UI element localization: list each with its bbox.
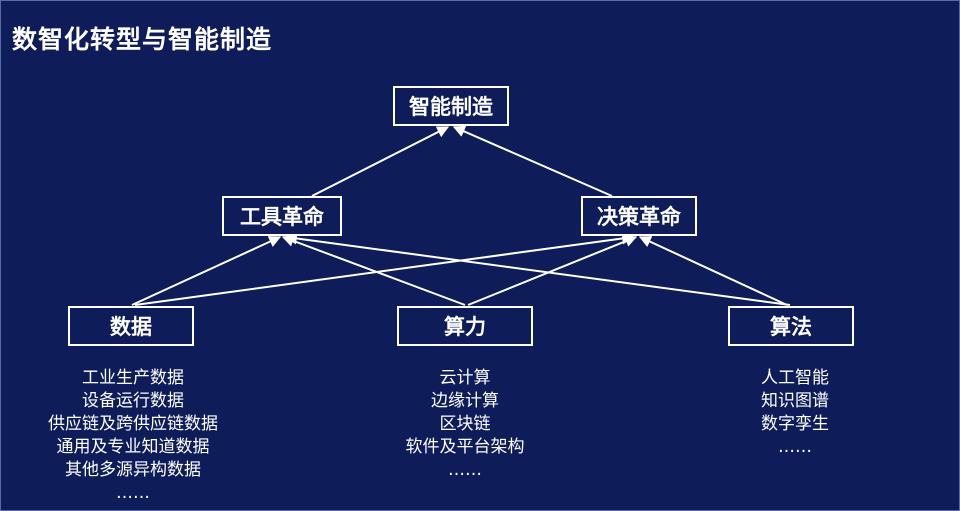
node-smart-manufacturing: 智能制造 — [393, 86, 509, 126]
arrow-decision-to-smart — [452, 125, 613, 197]
slide-title: 数智化转型与智能制造 — [12, 25, 273, 54]
list-item: …… — [778, 437, 812, 457]
list-item: 软件及平台架构 — [405, 437, 525, 457]
arrow-data-to-decision — [134, 232, 635, 306]
node-decision-revolution: 决策革命 — [581, 196, 697, 236]
computing-items-list: 云计算 边缘计算 区块链 软件及平台架构 …… — [380, 367, 550, 482]
arrow-data-to-tool — [131, 236, 282, 306]
list-item: 边缘计算 — [431, 391, 499, 411]
list-item: 供应链及跨供应链数据 — [48, 414, 218, 434]
arrow-compute-to-tool — [281, 235, 466, 306]
arrow-algorithm-to-tool — [284, 232, 791, 306]
list-item: …… — [448, 460, 482, 480]
list-item: 设备运行数据 — [82, 391, 184, 411]
list-item: 人工智能 — [761, 368, 829, 388]
node-computing-power: 算力 — [397, 306, 533, 346]
list-item: 数字孪生 — [761, 414, 829, 434]
arrow-tool-to-smart — [311, 126, 450, 197]
node-tool-revolution: 工具革命 — [222, 196, 342, 236]
list-item: 工业生产数据 — [82, 368, 184, 388]
list-item: 通用及专业知道数据 — [56, 437, 210, 457]
list-item: 区块链 — [439, 414, 491, 434]
list-item: 云计算 — [439, 368, 491, 388]
list-item: …… — [116, 483, 150, 503]
node-data: 数据 — [68, 306, 194, 346]
arrow-algorithm-to-decision — [638, 236, 788, 306]
list-item: 知识图谱 — [761, 391, 829, 411]
arrow-compute-to-decision — [467, 235, 638, 306]
list-item: 其他多源异构数据 — [65, 460, 201, 480]
algorithm-items-list: 人工智能 知识图谱 数字孪生 …… — [720, 367, 870, 459]
node-algorithm: 算法 — [728, 306, 854, 346]
data-items-list: 工业生产数据 设备运行数据 供应链及跨供应链数据 通用及专业知道数据 其他多源异… — [20, 367, 246, 505]
